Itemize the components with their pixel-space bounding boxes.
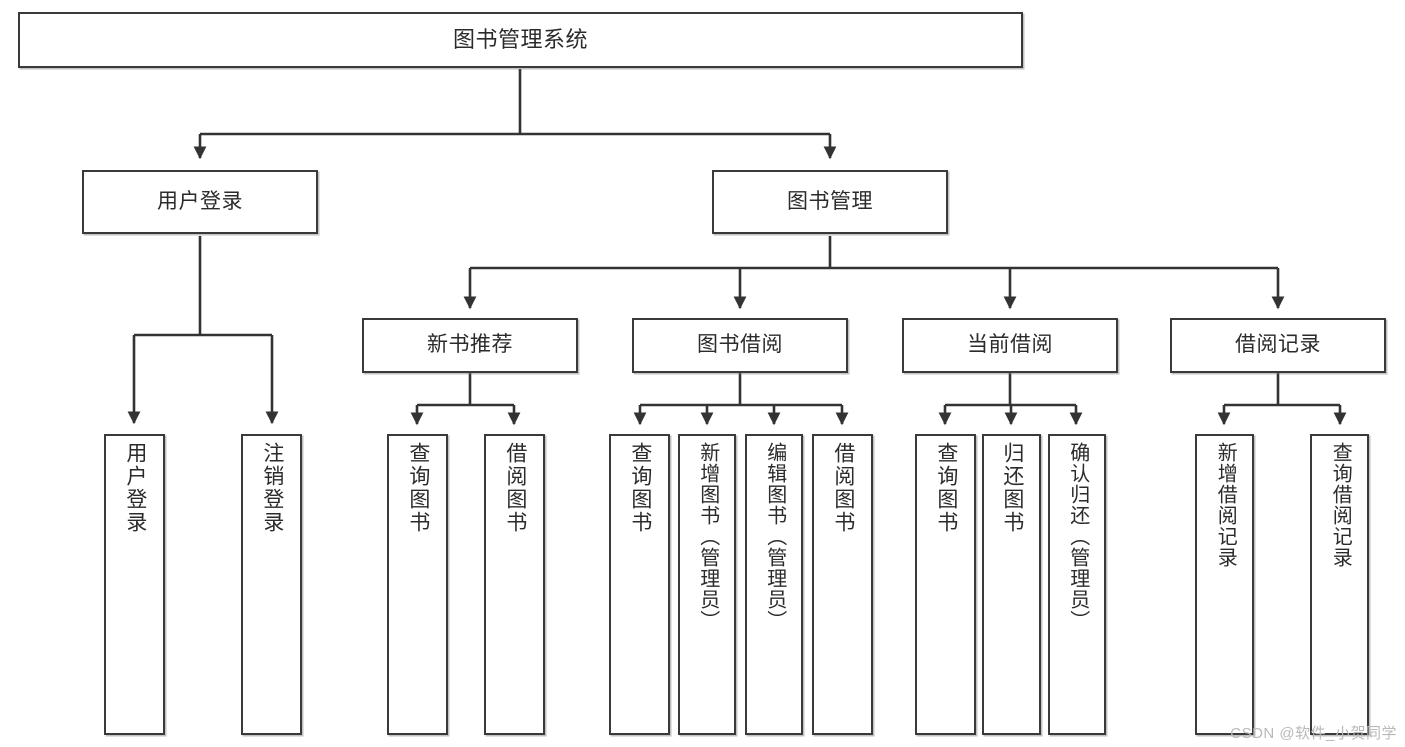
leaf-confirm-return-admin[interactable]: 确认归还（管理员） bbox=[1048, 434, 1106, 735]
node-label: 借阅图书 bbox=[831, 442, 855, 534]
node-current-borrow[interactable]: 当前借阅 bbox=[902, 318, 1118, 373]
leaf-return-book[interactable]: 归还图书 bbox=[982, 434, 1041, 735]
node-label: 查询图书 bbox=[628, 442, 652, 534]
watermark: CSDN @软件_小贺同学 bbox=[1230, 725, 1397, 742]
leaf-query-borrow-record[interactable]: 查询借阅记录 bbox=[1310, 434, 1369, 735]
leaf-query-book-recommend[interactable]: 查询图书 bbox=[387, 434, 448, 735]
node-label: 查询图书 bbox=[406, 442, 430, 534]
node-label: 新书推荐 bbox=[427, 333, 513, 357]
node-label: 确认归还（管理员） bbox=[1066, 442, 1089, 631]
leaf-add-book-admin[interactable]: 新增图书（管理员） bbox=[678, 434, 736, 735]
node-label: 图书管理 bbox=[787, 189, 873, 213]
node-new-book-recommend[interactable]: 新书推荐 bbox=[362, 318, 578, 373]
node-label: 借阅图书 bbox=[503, 442, 527, 534]
leaf-edit-book-admin[interactable]: 编辑图书（管理员） bbox=[745, 434, 803, 735]
node-label: 新增图书（管理员） bbox=[696, 442, 719, 631]
leaf-user-login[interactable]: 用户登录 bbox=[104, 434, 165, 735]
node-label: 编辑图书（管理员） bbox=[763, 442, 786, 631]
node-book-borrow[interactable]: 图书借阅 bbox=[632, 318, 848, 373]
node-root-system[interactable]: 图书管理系统 bbox=[18, 12, 1023, 68]
node-book-management[interactable]: 图书管理 bbox=[712, 170, 948, 234]
node-label: 用户登录 bbox=[123, 442, 147, 534]
node-label: 图书管理系统 bbox=[452, 27, 588, 53]
leaf-query-book-current[interactable]: 查询图书 bbox=[915, 434, 976, 735]
leaf-query-book-borrow[interactable]: 查询图书 bbox=[609, 434, 670, 735]
node-label: 查询图书 bbox=[934, 442, 958, 534]
node-label: 借阅记录 bbox=[1235, 333, 1321, 357]
node-user-login[interactable]: 用户登录 bbox=[82, 170, 318, 234]
node-label: 注销登录 bbox=[260, 442, 284, 534]
node-label: 当前借阅 bbox=[967, 333, 1053, 357]
node-label: 归还图书 bbox=[1000, 442, 1024, 534]
leaf-add-borrow-record[interactable]: 新增借阅记录 bbox=[1195, 434, 1254, 735]
leaf-logout[interactable]: 注销登录 bbox=[241, 434, 302, 735]
node-label: 图书借阅 bbox=[697, 333, 783, 357]
node-borrow-record[interactable]: 借阅记录 bbox=[1170, 318, 1386, 373]
leaf-borrow-book-recommend[interactable]: 借阅图书 bbox=[484, 434, 545, 735]
leaf-borrow-book[interactable]: 借阅图书 bbox=[812, 434, 873, 735]
node-label: 查询借阅记录 bbox=[1329, 442, 1352, 568]
node-label: 用户登录 bbox=[157, 189, 243, 213]
node-label: 新增借阅记录 bbox=[1214, 442, 1237, 568]
